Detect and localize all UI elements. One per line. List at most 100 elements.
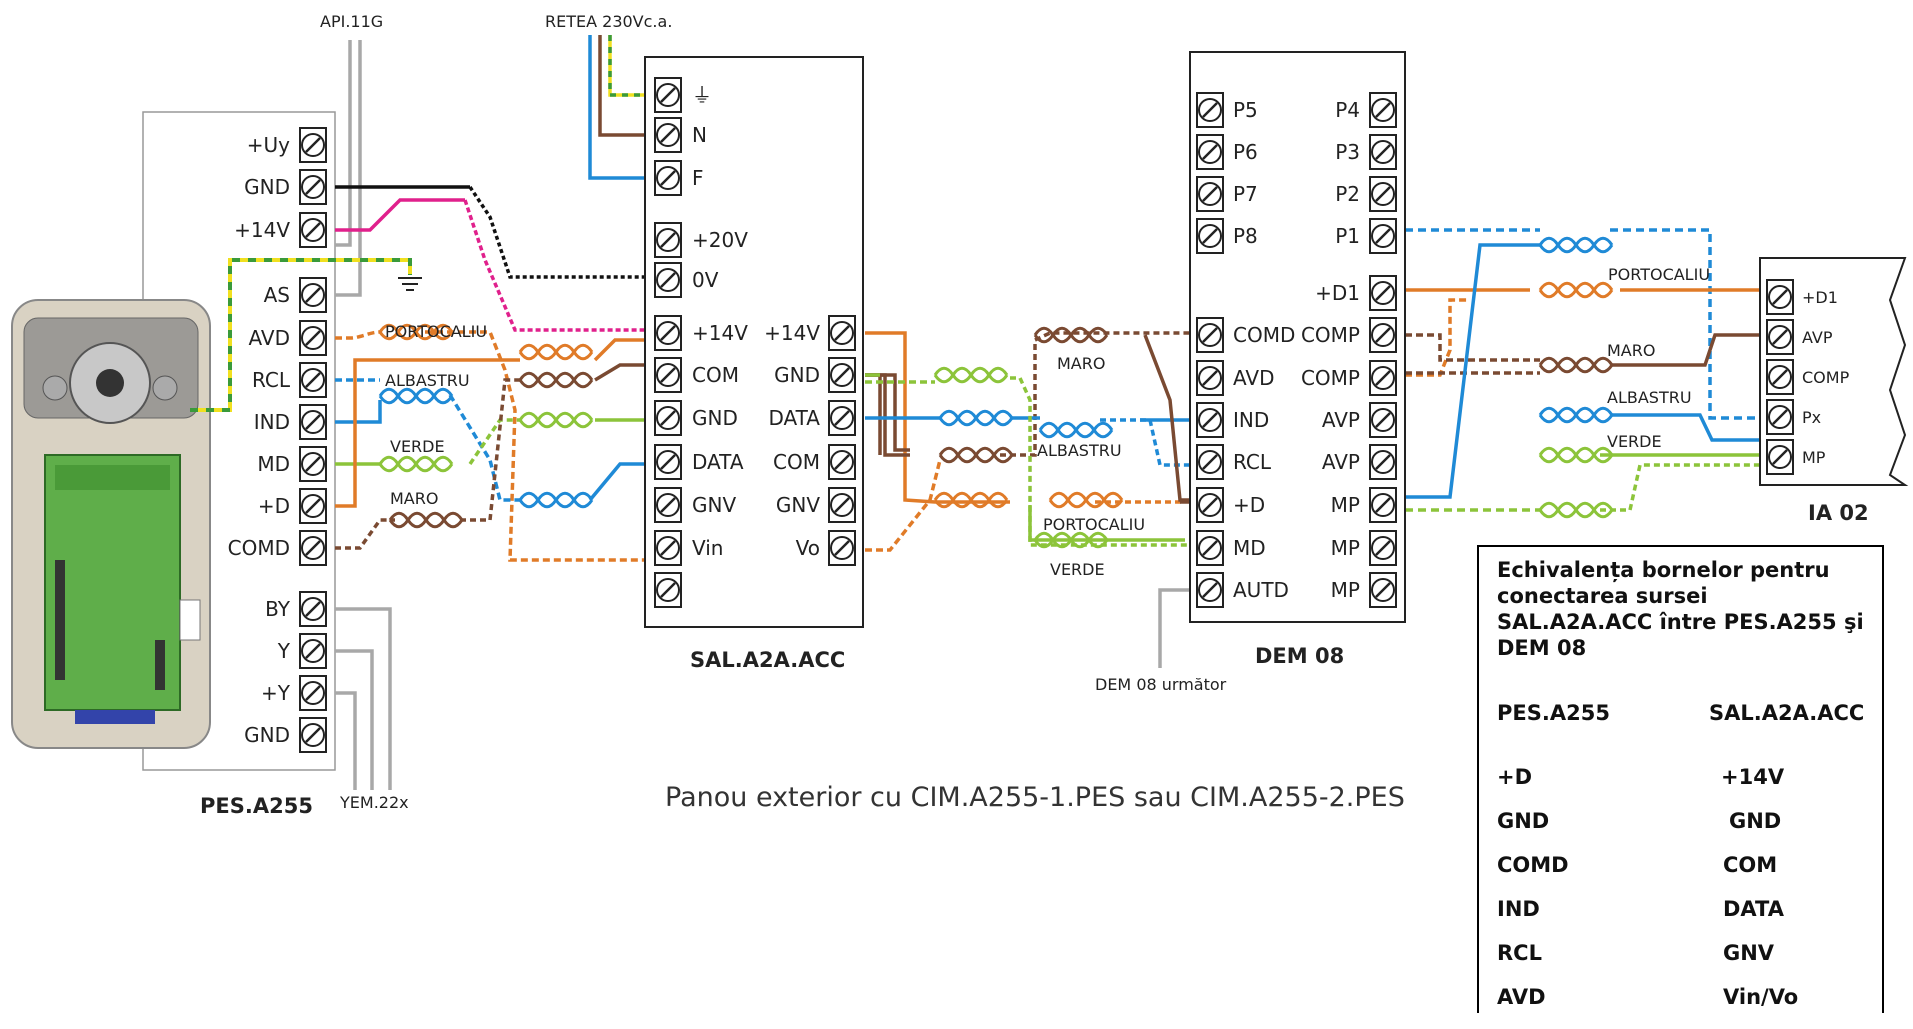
yem-label: YEM.22x xyxy=(339,793,409,812)
svg-text:AVP: AVP xyxy=(1322,408,1360,432)
svg-text:AS: AS xyxy=(264,283,290,307)
svg-text:PORTOCALIU: PORTOCALIU xyxy=(385,322,487,341)
svg-text:BY: BY xyxy=(265,597,291,621)
svg-text:GND: GND xyxy=(244,723,290,747)
svg-text:+14V: +14V xyxy=(234,218,290,242)
svg-text:AVD: AVD xyxy=(1233,366,1274,390)
svg-text:AVD: AVD xyxy=(249,326,290,350)
dem-name: DEM 08 xyxy=(1255,644,1344,668)
caption: Panou exterior cu CIM.A255-1.PES sau CIM… xyxy=(665,782,1405,813)
svg-text:Vin: Vin xyxy=(692,536,723,560)
svg-text:VERDE: VERDE xyxy=(1050,560,1105,579)
svg-text:N: N xyxy=(692,123,707,147)
svg-text:COMP: COMP xyxy=(1301,366,1360,390)
svg-text:+14V: +14V xyxy=(764,321,820,345)
svg-text:+D: +D xyxy=(1233,493,1265,517)
pes-terminal-labels: +Uy GND +14V AS AVD RCL IND MD +D COMD B… xyxy=(228,133,291,747)
sal-name: SAL.A2A.ACC xyxy=(690,648,845,672)
svg-text:RCL: RCL xyxy=(252,368,291,392)
svg-text:P2: P2 xyxy=(1335,182,1360,206)
svg-text:GNV: GNV xyxy=(692,493,736,517)
svg-text:P5: P5 xyxy=(1233,98,1258,122)
svg-text:DATA: DATA xyxy=(768,406,820,430)
svg-text:+D: +D xyxy=(258,494,290,518)
svg-text:MP: MP xyxy=(1802,448,1826,467)
svg-text:IND: IND xyxy=(254,410,290,434)
svg-text:+D1: +D1 xyxy=(1802,288,1838,307)
svg-text:COMP: COMP xyxy=(1301,323,1360,347)
pes-controller-image xyxy=(11,299,211,749)
pes-device xyxy=(11,111,336,771)
svg-text:COM: COM xyxy=(773,450,820,474)
svg-text:MD: MD xyxy=(1233,536,1266,560)
svg-text:P3: P3 xyxy=(1335,140,1360,164)
wire-color-labels: PORTOCALIU ALBASTRU VERDE MARO MARO ALBA… xyxy=(385,265,1710,579)
svg-text:⏚: ⏚ xyxy=(692,83,712,107)
dem-left-top-labels: P5 P6 P7 P8 xyxy=(1233,98,1258,248)
svg-text:MP: MP xyxy=(1331,493,1360,517)
dem-next-label: DEM 08 următor xyxy=(1095,675,1227,694)
dem-left-bottom-labels: COMD AVD IND RCL +D MD AUTD xyxy=(1233,323,1295,602)
pes-name: PES.A255 xyxy=(200,794,313,818)
svg-text:+20V: +20V xyxy=(692,228,748,252)
ia-screws xyxy=(1765,278,1795,476)
svg-text:0V: 0V xyxy=(692,268,719,292)
sal-right-labels: +14V GND DATA COM GNV Vo xyxy=(764,321,820,560)
terminal-equivalence-table: Echivalența bornelor pentru conectarea s… xyxy=(1477,545,1884,1013)
svg-text:Vo: Vo xyxy=(796,536,820,560)
svg-text:AVP: AVP xyxy=(1322,450,1360,474)
wires xyxy=(190,35,1760,790)
network-label: RETEA 230Vc.a. xyxy=(545,12,672,31)
svg-text:ALBASTRU: ALBASTRU xyxy=(385,371,470,390)
ia-box xyxy=(1759,257,1909,486)
svg-text:+Y: +Y xyxy=(261,681,291,705)
svg-text:Px: Px xyxy=(1802,408,1821,427)
dem-right-bottom-labels: +D1 COMP COMP AVP AVP MP MP MP xyxy=(1301,281,1360,602)
svg-text:GND: GND xyxy=(692,406,738,430)
svg-text:P4: P4 xyxy=(1335,98,1360,122)
svg-text:AVP: AVP xyxy=(1802,328,1833,347)
svg-text:P7: P7 xyxy=(1233,182,1258,206)
legend-col1-header: PES.A255 xyxy=(1497,701,1610,725)
svg-text:GNV: GNV xyxy=(776,493,820,517)
svg-text:MP: MP xyxy=(1331,578,1360,602)
svg-text:COM: COM xyxy=(692,363,739,387)
svg-text:MARO: MARO xyxy=(1057,354,1105,373)
svg-text:MP: MP xyxy=(1331,536,1360,560)
svg-text:VERDE: VERDE xyxy=(1607,432,1662,451)
svg-text:+D1: +D1 xyxy=(1315,281,1360,305)
sal-top-labels: ⏚ N F +20V 0V xyxy=(692,83,748,292)
svg-text:P8: P8 xyxy=(1233,224,1258,248)
svg-text:ALBASTRU: ALBASTRU xyxy=(1607,388,1692,407)
svg-text:PORTOCALIU: PORTOCALIU xyxy=(1608,265,1710,284)
svg-text:RCL: RCL xyxy=(1233,450,1272,474)
svg-text:COMP: COMP xyxy=(1802,368,1850,387)
svg-text:DATA: DATA xyxy=(692,450,744,474)
svg-text:ALBASTRU: ALBASTRU xyxy=(1037,441,1122,460)
svg-text:+Uy: +Uy xyxy=(247,133,290,157)
svg-text:P1: P1 xyxy=(1335,224,1360,248)
svg-text:MARO: MARO xyxy=(390,489,438,508)
api-label: API.11G xyxy=(320,12,383,31)
svg-text:COMD: COMD xyxy=(1233,323,1295,347)
sal-left-labels: +14V COM GND DATA GNV Vin xyxy=(692,321,748,560)
svg-text:PORTOCALIU: PORTOCALIU xyxy=(1043,515,1145,534)
svg-text:COMD: COMD xyxy=(228,536,290,560)
svg-text:GND: GND xyxy=(774,363,820,387)
legend-title: Echivalența bornelor pentru conectarea s… xyxy=(1497,558,1864,660)
legend-row: +D+14V xyxy=(1497,765,1785,789)
svg-text:IND: IND xyxy=(1233,408,1269,432)
svg-text:Y: Y xyxy=(277,639,291,663)
pes-screws xyxy=(298,126,328,754)
svg-text:F: F xyxy=(692,166,704,190)
svg-text:GND: GND xyxy=(244,175,290,199)
svg-text:AUTD: AUTD xyxy=(1233,578,1289,602)
svg-text:VERDE: VERDE xyxy=(390,437,445,456)
svg-text:MD: MD xyxy=(257,452,290,476)
